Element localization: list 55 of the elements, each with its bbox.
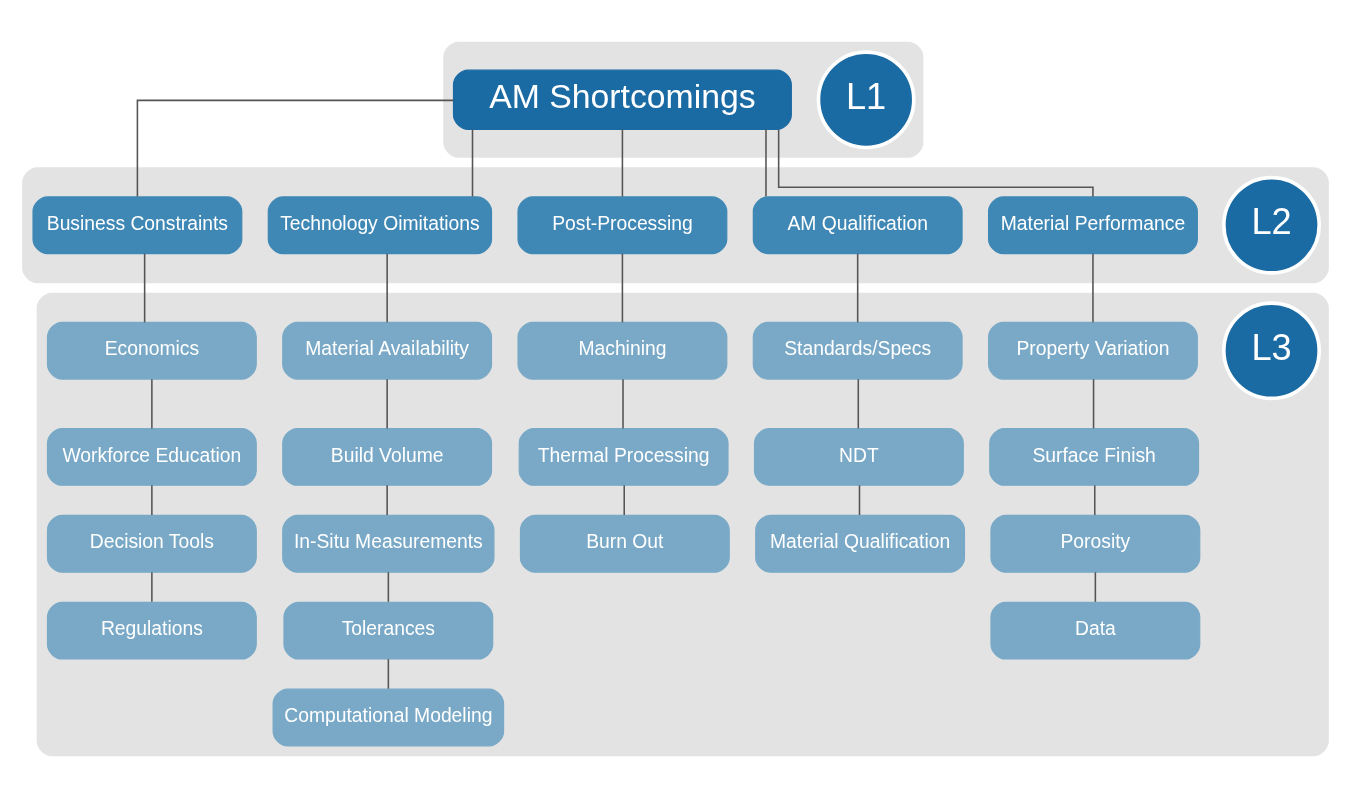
- node-box: Burn Out: [519, 514, 730, 573]
- connector: [386, 377, 388, 429]
- connector: [471, 128, 474, 197]
- node-box: Tolerances: [283, 601, 494, 660]
- node-box: Thermal Processing: [518, 427, 729, 486]
- connector: [151, 570, 153, 603]
- connector: [387, 570, 390, 603]
- node-box: Material Qualification: [755, 514, 966, 573]
- node-box: In-Situ Measurements: [282, 514, 495, 573]
- node-box: AM Shortcomings: [452, 69, 792, 130]
- connector: [1092, 377, 1095, 429]
- node-box: AM Qualification: [752, 195, 963, 254]
- cluster: [36, 292, 1329, 756]
- connector: [1094, 570, 1097, 603]
- node-box: Post-Processing: [517, 195, 728, 254]
- connector: [143, 252, 146, 323]
- connector: [151, 484, 153, 516]
- connector: [858, 484, 861, 516]
- connector: [857, 377, 860, 429]
- node-box: Surface Finish: [989, 427, 1200, 486]
- connector: [1093, 484, 1096, 516]
- node-box: Standards/Specs: [752, 321, 963, 380]
- node-circle: L1: [816, 49, 916, 149]
- node-box: Decision Tools: [46, 514, 257, 573]
- connector: [622, 377, 624, 429]
- node-box: Data: [990, 601, 1201, 660]
- connector: [777, 128, 1094, 198]
- node-circle: L3: [1222, 300, 1321, 400]
- node-box: Machining: [517, 321, 728, 380]
- connector: [136, 99, 455, 197]
- connector: [386, 252, 388, 323]
- node-box: Build Volume: [282, 427, 493, 486]
- node-box: NDT: [753, 427, 964, 486]
- node-box: Computational Modeling: [272, 688, 505, 746]
- connector: [387, 657, 390, 689]
- connector: [623, 484, 625, 516]
- node-box: Material Availability: [282, 321, 493, 380]
- node-box: Economics: [46, 321, 257, 380]
- node-box: Material Performance: [988, 195, 1198, 254]
- connector: [621, 252, 624, 323]
- connector: [765, 128, 767, 197]
- node-box: Porosity: [990, 514, 1201, 573]
- connector: [151, 377, 153, 429]
- node-box: Technology Oimitations: [267, 195, 493, 254]
- cluster: [443, 41, 924, 158]
- connector: [621, 128, 624, 197]
- node-box: Regulations: [46, 601, 257, 660]
- connector: [1092, 252, 1094, 323]
- connector: [856, 252, 859, 323]
- node-box: Business Constraints: [32, 195, 243, 254]
- cluster: [22, 166, 1329, 283]
- node-box: Workforce Education: [46, 427, 257, 486]
- connector: [386, 484, 388, 516]
- node-box: Property Variation: [988, 321, 1198, 380]
- node-circle: L2: [1222, 175, 1321, 275]
